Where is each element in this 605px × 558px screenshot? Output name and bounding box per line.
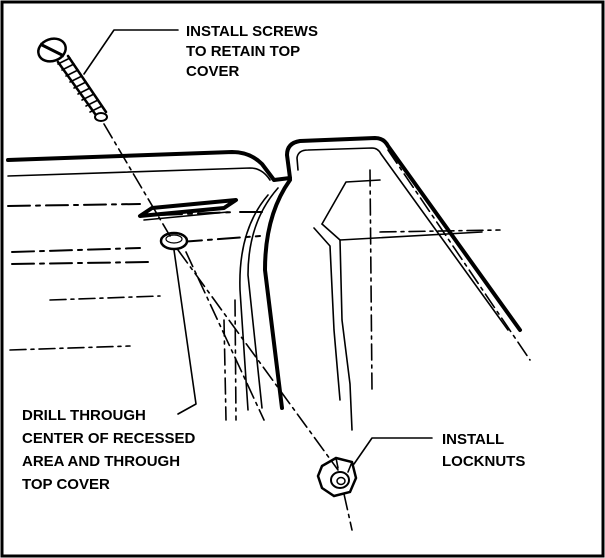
locknut-icon <box>316 456 358 498</box>
screws-callout: INSTALL SCREWS TO RETAIN TOP COVER <box>186 23 322 80</box>
screws-callout-line-2: TO RETAIN TOP <box>186 43 300 60</box>
screws-callout-line-3: COVER <box>186 63 240 80</box>
top-cover-outline <box>6 136 531 431</box>
screw-axis-line <box>103 123 171 237</box>
drill-callout-line-2: CENTER OF RECESSED <box>22 430 196 447</box>
drill-callout: DRILL THROUGH CENTER OF RECESSED AREA AN… <box>22 407 200 493</box>
locknuts-leader-line <box>353 437 433 465</box>
locknut-axis-line <box>177 249 339 471</box>
drill-callout-line-4: TOP COVER <box>22 476 110 493</box>
bezel-axis-line <box>185 251 265 421</box>
drill-callout-line-1: DRILL THROUGH <box>22 407 146 424</box>
drilled-hole <box>159 231 189 251</box>
screws-leader-line <box>83 29 179 75</box>
screw-icon <box>37 37 108 122</box>
locknuts-callout-line-1: INSTALL <box>442 431 504 448</box>
screws-callout-line-1: INSTALL SCREWS <box>186 23 318 40</box>
recessed-slot <box>138 198 238 221</box>
locknuts-callout: INSTALL LOCKNUTS <box>442 431 525 470</box>
drill-leader-line <box>173 249 197 415</box>
locknuts-callout-line-2: LOCKNUTS <box>442 453 525 470</box>
drill-callout-line-3: AREA AND THROUGH <box>22 453 180 470</box>
locknut-axis-tail <box>343 493 353 531</box>
